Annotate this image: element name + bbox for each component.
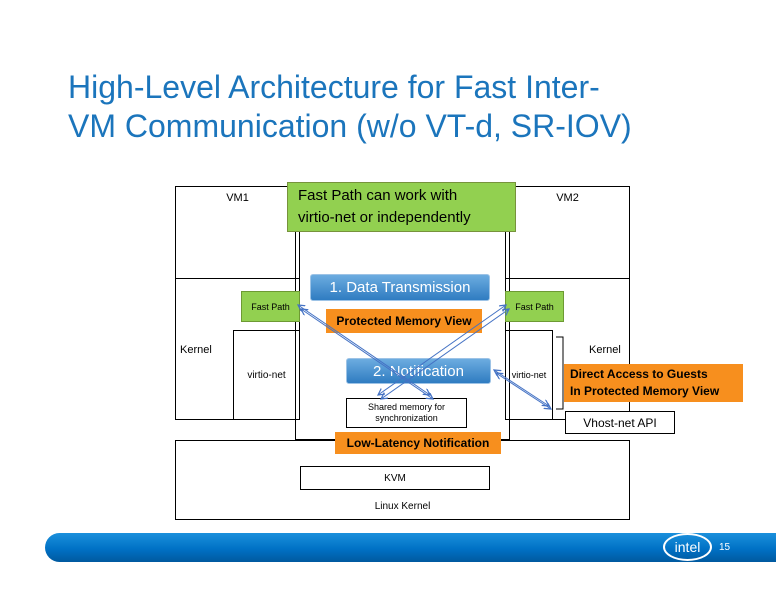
direct-access-label: Direct Access to Guests In Protected Mem… [564, 364, 743, 402]
direct-access-line-1: Direct Access to Guests [570, 367, 708, 381]
vm2-label: VM2 [556, 192, 579, 204]
title-line-1: High-Level Architecture for Fast Inter- [68, 69, 600, 105]
footer-bar [45, 533, 776, 562]
vm1-label: VM1 [226, 192, 249, 204]
callout-line-2: virtio-net or independently [298, 209, 471, 226]
low-latency-notification-label: Low-Latency Notification [335, 432, 501, 454]
callout-line-1: Fast Path can work with [298, 187, 458, 204]
vm2-virtio-net-box: virtio-net [505, 330, 553, 420]
intel-logo-text: intel [674, 539, 701, 555]
vm2-kernel-label: Kernel [589, 344, 621, 356]
title-line-2: VM Communication (w/o VT-d, SR-IOV) [68, 108, 632, 144]
page-number: 15 [719, 542, 731, 553]
vm1-virtio-net-box: virtio-net [233, 330, 300, 420]
shared-memory-line-1: Shared memory for [367, 402, 446, 412]
linux-kernel-label: Linux Kernel [374, 501, 431, 512]
direct-access-line-2: In Protected Memory View [570, 384, 720, 398]
vm2-fast-path-box: Fast Path [505, 291, 564, 322]
protected-memory-view-label: Protected Memory View [326, 309, 482, 333]
vm1-kernel-label: Kernel [180, 344, 212, 356]
shared-memory-line-2: synchronization [375, 413, 438, 423]
intel-logo: intel [663, 533, 712, 561]
vm1-fast-path-box: Fast Path [241, 291, 300, 322]
vhost-net-api-box: Vhost-net API [565, 411, 675, 434]
shared-memory-box: Shared memory for synchronization [346, 398, 467, 428]
fast-path-callout: Fast Path can work with virtio-net or in… [287, 182, 516, 232]
step-notification: 2. Notification [346, 358, 491, 384]
kvm-box: KVM [300, 466, 490, 490]
page-title: High-Level Architecture for Fast Inter- … [68, 68, 728, 146]
step-data-transmission: 1. Data Transmission [310, 274, 490, 301]
